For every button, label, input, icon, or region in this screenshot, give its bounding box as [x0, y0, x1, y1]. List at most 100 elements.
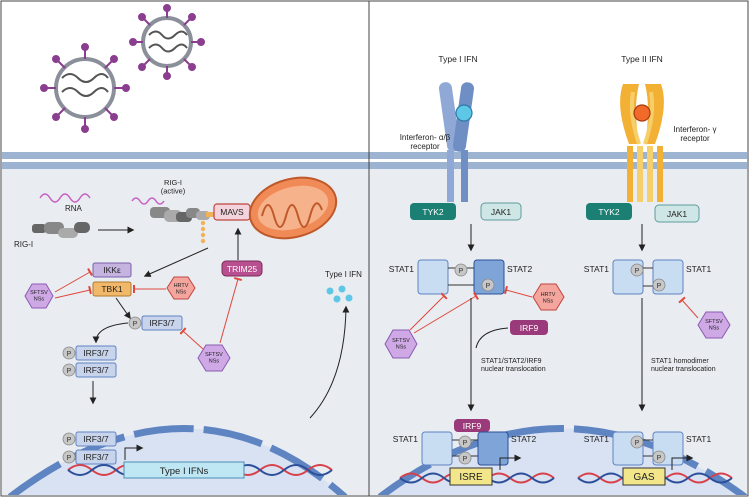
phospho-p-nucleus-type1-b-label: P: [463, 456, 468, 463]
arrow-tbk1-to-irf37: [115, 297, 131, 320]
sftsv-nss-hexagon-left-top: [24, 283, 54, 309]
transcription-arrow-left: [124, 444, 144, 460]
tyk2-label-type1: TYK2: [422, 207, 444, 217]
transcription-arrow-gas: [671, 454, 694, 470]
phospho-p-nucleus-type2-b-label: P: [657, 455, 662, 462]
trim25-box: [221, 260, 263, 277]
phospho-p-nucleus-type1-b: [458, 451, 472, 465]
virus-particle-1: [40, 43, 130, 133]
rna-bound: [131, 197, 165, 205]
mitochondrion: [248, 176, 338, 240]
tbk1-label: TBK1: [101, 284, 123, 294]
irf37-label-dimer-2: IRF3/7: [83, 365, 109, 375]
jak1-box-type1: [480, 202, 522, 221]
phospho-p-5: [62, 450, 76, 464]
stat1-label-nucleus-type1: STAT1: [393, 434, 418, 444]
jak1-box-type2: [654, 204, 700, 223]
isre-label: ISRE: [459, 472, 483, 483]
phospho-p-2-label: P: [67, 351, 72, 358]
ikke-label: IKKε: [103, 265, 121, 275]
rna-strand: [39, 193, 91, 203]
phospho-p-nucleus-type1-a-label: P: [463, 440, 468, 447]
irf9-box-cytoplasm: [510, 320, 548, 335]
phospho-p-type1-b: [481, 278, 495, 292]
phospho-p-1-label: P: [133, 321, 138, 328]
jak1-label-type2: JAK1: [667, 209, 688, 219]
phospho-p-type2-b: [652, 278, 666, 292]
inhibition-sftsv-stat1: [409, 292, 448, 331]
sftsv-nss-hexagon-left-bottom: [197, 344, 231, 372]
plasma-membrane-gap: [2, 160, 747, 162]
type1-ifn-title: Type I IFN: [438, 54, 477, 64]
irf37-box-dimer-1: [75, 345, 117, 361]
sftsv-nss-hexagon-middle: [384, 329, 418, 359]
ifnar-receptor: [438, 82, 475, 202]
mavs-label: MAVS: [220, 207, 244, 217]
irf37-box-cytoplasm-1: [141, 315, 183, 331]
gas-label: GAS: [633, 472, 654, 483]
phospho-p-type2-a-label: P: [635, 268, 640, 275]
inhibition-sftsv-tbk1: [54, 285, 92, 299]
phospho-p-5-label: P: [67, 455, 72, 462]
rig-i-active-label: RIG-I(active): [161, 178, 186, 196]
tyk2-box-type2: [586, 203, 632, 220]
ifngr-receptor: [620, 84, 664, 202]
trim25-label: TRIM25: [227, 264, 258, 274]
type2-ifn-title: Type II IFN: [621, 54, 663, 64]
hrtv-nss-hexagon-middle: [532, 283, 565, 311]
irf37-box-nucleus-1: [75, 431, 117, 447]
type1-ifns-gene-box: [123, 461, 245, 479]
rig-i-inactive: [32, 222, 90, 238]
phospho-p-type1-a: [454, 263, 468, 277]
plasma-membrane-outer: [2, 152, 747, 159]
rna-label: RNA: [65, 204, 83, 213]
phospho-p-type1-b-label: P: [486, 283, 491, 290]
arrow-mavs-to-ikke: [143, 247, 209, 277]
jak1-label-type1: JAK1: [491, 207, 512, 217]
stat1-label-nucleus-type2-right: STAT1: [686, 434, 711, 444]
stat2-monomer-type1: [473, 259, 505, 295]
phospho-p-4: [62, 432, 76, 446]
phospho-p-type2-b-label: P: [657, 283, 662, 290]
secreted-ifn-dots: [326, 285, 353, 303]
irf37-label-dimer-1: IRF3/7: [83, 348, 109, 358]
irf37-label-nucleus-1: IRF3/7: [83, 434, 109, 444]
tyk2-box-type1: [410, 203, 456, 220]
type1-ifns-gene-label: Type I IFNs: [160, 466, 209, 477]
irf37-box-dimer-2: [75, 362, 117, 378]
rig-i-active: [150, 207, 210, 222]
inhibition-hrtv-stat2: [503, 285, 533, 298]
phospho-p-nucleus-type2-a: [630, 435, 644, 449]
ikke-box: [92, 262, 132, 278]
irf37-label-nucleus-2: IRF3/7: [83, 452, 109, 462]
secreted-type1-ifn-label: Type I IFN: [325, 270, 362, 279]
irf37-label-cytoplasm-1: IRF3/7: [149, 318, 175, 328]
phospho-p-3-label: P: [67, 368, 72, 375]
stat1-monomer-type1: [417, 259, 449, 295]
tbk1-box: [92, 281, 132, 297]
irf37-box-nucleus-2: [75, 449, 117, 465]
isre-box: [449, 467, 493, 486]
phospho-p-3: [62, 363, 76, 377]
inhibition-sftsv-trim25: [219, 276, 243, 344]
tyk2-label-type2: TYK2: [598, 207, 620, 217]
irf9-label-nucleus: IRF9: [463, 421, 482, 431]
virus-particle-2: [129, 4, 205, 80]
stat1-label-type2-left: STAT1: [584, 264, 609, 274]
inhibition-sftsv-ikke: [54, 268, 93, 293]
stat1-label-type1: STAT1: [389, 264, 414, 274]
phospho-p-type1-a-label: P: [459, 268, 464, 275]
inhibition-sftsv-irf37: [179, 327, 204, 350]
stat1-nucleus-type1: [421, 431, 453, 466]
irf9-label-cytoplasm: IRF9: [520, 323, 539, 333]
phospho-p-4-label: P: [67, 437, 72, 444]
